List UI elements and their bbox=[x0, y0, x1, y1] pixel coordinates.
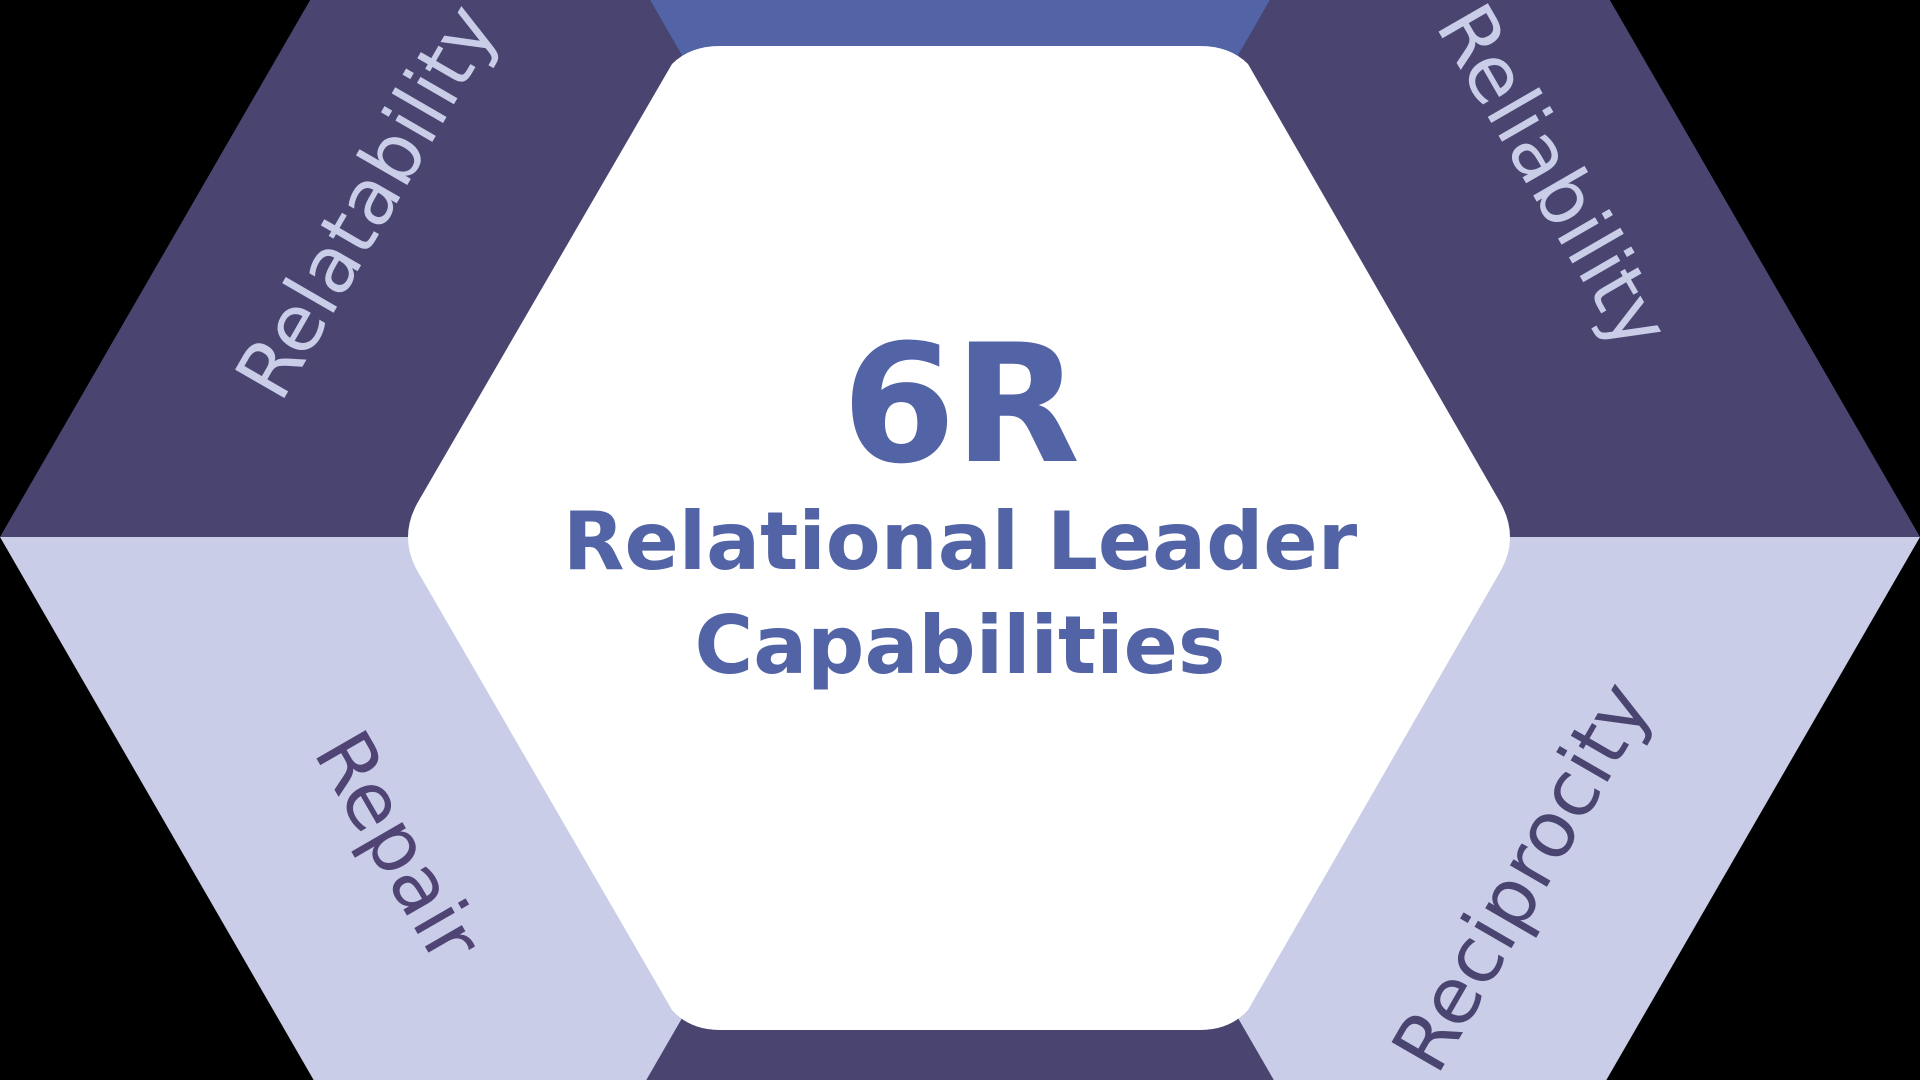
center-hexagon bbox=[408, 46, 1510, 1030]
center-subtitle-line2: Capabilities bbox=[694, 599, 1226, 692]
center-text: 6R Relational Leader Capabilities bbox=[460, 320, 1460, 698]
center-title: 6R bbox=[841, 309, 1080, 500]
center-subtitle-line1: Relational Leader bbox=[562, 495, 1358, 588]
